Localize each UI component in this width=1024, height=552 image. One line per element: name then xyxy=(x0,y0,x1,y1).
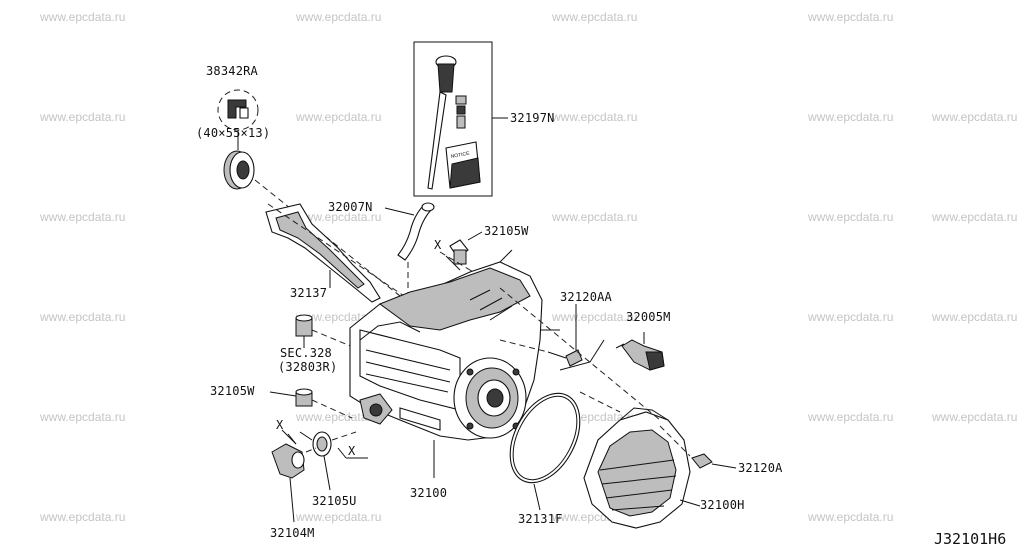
bushing-32105W-top xyxy=(439,231,501,289)
x-marker-top: X xyxy=(434,238,442,252)
watermark: www.epcdata.ru xyxy=(808,310,894,324)
label-32137: 32137 xyxy=(290,286,328,300)
label-sec328: SEC.328 xyxy=(280,346,332,360)
oil-seal-38342RA xyxy=(217,89,406,301)
breather-hose-32007N xyxy=(384,202,435,300)
label-32100H: 32100H xyxy=(700,498,745,512)
watermark: www.epcdata.ru xyxy=(296,510,382,524)
label-32104M: 32104M xyxy=(270,526,315,540)
watermark: www.epcdata.ru xyxy=(808,410,894,424)
diagram-code: J32101H6 xyxy=(934,530,1007,548)
transmission-case-32100 xyxy=(349,249,560,478)
watermark: www.epcdata.ru xyxy=(40,310,126,324)
watermark: www.epcdata.ru xyxy=(932,410,1018,424)
gasket-32137 xyxy=(265,203,411,303)
watermark: www.epcdata.ru xyxy=(552,110,638,124)
watermark: www.epcdata.ru xyxy=(808,510,894,524)
x-marker-lines xyxy=(281,429,368,459)
bolt-32120A xyxy=(691,453,737,469)
label-32007N: 32007N xyxy=(328,200,373,214)
watermark: www.epcdata.ru xyxy=(40,210,126,224)
watermark: www.epcdata.ru xyxy=(932,210,1018,224)
watermark: www.epcdata.ru xyxy=(296,410,382,424)
sensor-32005M xyxy=(559,332,665,371)
bushing-32105W-left xyxy=(269,388,353,419)
label-32131F: 32131F xyxy=(518,512,563,526)
watermark: www.epcdata.ru xyxy=(808,10,894,24)
watermark: www.epcdata.ru xyxy=(40,110,126,124)
x-marker-left: X xyxy=(276,418,284,432)
watermark: www.epcdata.ru xyxy=(40,10,126,24)
watermark: www.epcdata.ru xyxy=(808,210,894,224)
watermark: www.epcdata.ru xyxy=(808,110,894,124)
watermark: www.epcdata.ru xyxy=(40,410,126,424)
oring-32131F xyxy=(509,392,581,511)
watermark: www.epcdata.ru xyxy=(932,310,1018,324)
label-32120A: 32120A xyxy=(738,461,783,475)
watermark: www.epcdata.ru xyxy=(40,510,126,524)
watermark: www.epcdata.ru xyxy=(932,110,1018,124)
watermark: www.epcdata.ru xyxy=(552,310,638,324)
label-32100: 32100 xyxy=(410,486,448,500)
watermark: www.epcdata.ru xyxy=(296,10,382,24)
housing-32100H xyxy=(579,391,701,529)
watermark: www.epcdata.ru xyxy=(552,10,638,24)
watermark: www.epcdata.ru xyxy=(296,110,382,124)
watermark: www.epcdata.ru xyxy=(552,210,638,224)
sleeve-32104M xyxy=(271,433,317,523)
booklet-notice-text: NOTICE xyxy=(450,151,470,160)
bolt-32120AA xyxy=(499,304,583,367)
watermark: www.epcdata.ru xyxy=(296,210,382,224)
label-32120AA: 32120AA xyxy=(560,290,612,304)
label-32105U: 32105U xyxy=(312,494,357,508)
label-32197N: 32197N xyxy=(510,111,555,125)
label-38342RA-size: (40×55×13) xyxy=(196,126,271,140)
seal-32105U xyxy=(299,431,357,491)
label-32005M: 32005M xyxy=(626,310,671,324)
dipstick-kit-32197N: NOTICE xyxy=(413,41,508,197)
label-sec328-ref: (32803R) xyxy=(278,360,338,374)
label-32105W-top: 32105W xyxy=(484,224,529,238)
label-38342RA: 38342RA xyxy=(206,64,258,78)
x-marker-right: X xyxy=(348,444,356,458)
sec328-bushing xyxy=(295,314,361,351)
guide-line-case-to-housing xyxy=(499,287,661,421)
label-32105W-left: 32105W xyxy=(210,384,255,398)
